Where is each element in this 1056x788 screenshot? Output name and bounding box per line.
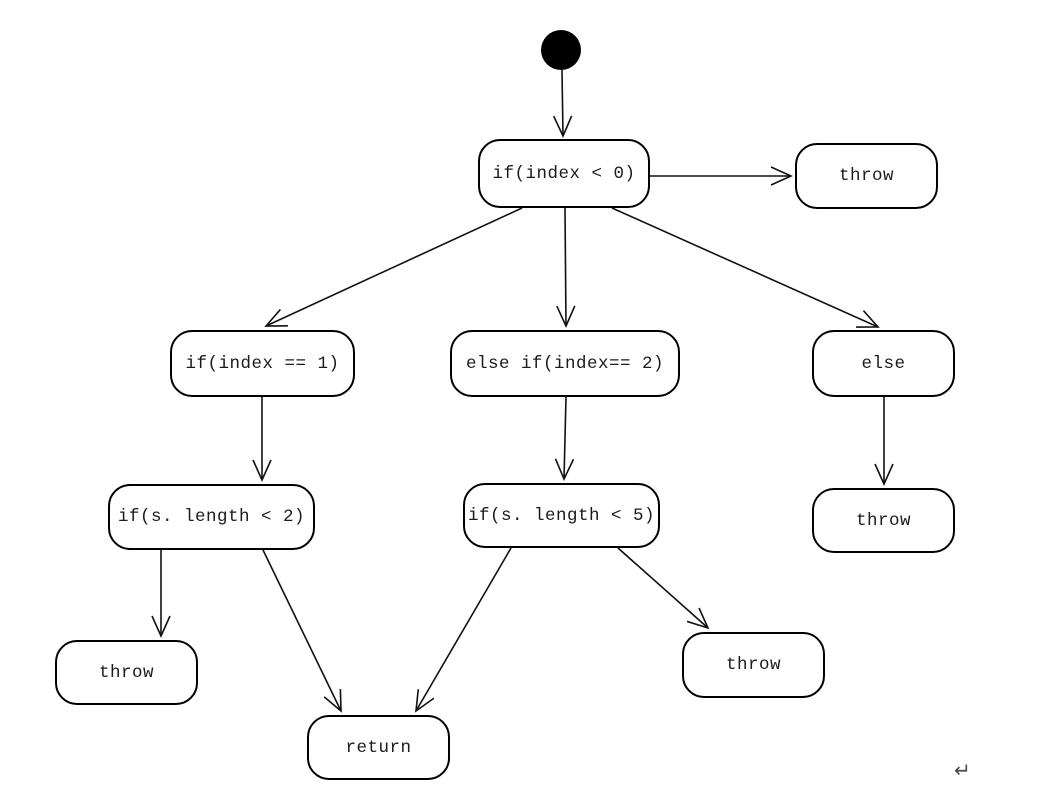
activity-node-label: else if(index== 2) [465,353,665,374]
edge-sl2-to-return [262,549,342,713]
activity-node-if-s-length-lt-5: if(s. length < 5) [463,483,660,548]
edge-if0-to-else [611,207,880,328]
activity-node-label: throw [98,662,154,683]
activity-node-label: if(index == 1) [185,353,340,374]
edge-sl5-to-return [415,547,512,713]
paragraph-return-mark: ↵ [954,758,971,782]
activity-node-label: throw [725,655,781,675]
activity-node-if-s-length-lt-2: if(s. length < 2) [108,484,315,550]
activity-node-label: throw [838,166,894,186]
activity-node-label: return [345,737,412,758]
edge-if0-to-if1 [264,207,523,327]
edge-sl5-to-throw [617,547,710,630]
activity-node-throw-under-else: throw [812,488,955,553]
activity-node-else-if-index-eq-2: else if(index== 2) [450,330,680,397]
activity-node-label: if(index < 0) [492,163,636,184]
activity-node-return: return [307,715,450,780]
activity-node-label: if(s. length < 2) [117,507,306,527]
activity-node-else: else [812,330,955,397]
activity-node-label: throw [855,510,911,531]
activity-node-label: if(s. length < 5) [467,505,656,526]
activity-node-throw-top: throw [795,143,938,209]
activity-node-if-index-lt-0: if(index < 0) [478,139,650,208]
edge-elseif-to-sl5 [554,396,575,481]
activity-node-label: else [861,353,906,374]
activity-node-throw-bottom-right: throw [682,632,825,698]
edge-start-to-if0 [552,69,573,138]
activity-node-throw-bottom-left: throw [55,640,198,705]
activity-node-start [541,30,581,70]
edge-if0-to-elseif [556,207,576,328]
activity-node-if-index-eq-1: if(index == 1) [170,330,355,397]
